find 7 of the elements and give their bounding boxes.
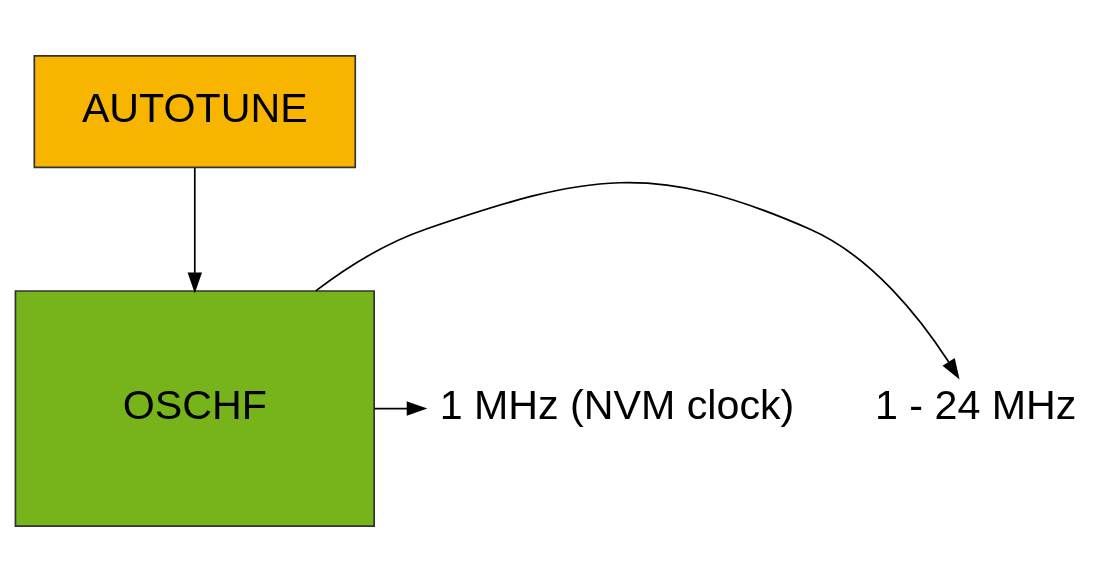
arrow [373,400,428,416]
node-box: AUTOTUNE [33,54,357,168]
node-text: 1 - 24 MHz [875,381,1077,428]
arrow [187,166,202,293]
node-text: 1 MHz (NVM clock) [439,381,795,428]
node-box: OSCHF [14,289,375,527]
arrow [314,181,960,379]
